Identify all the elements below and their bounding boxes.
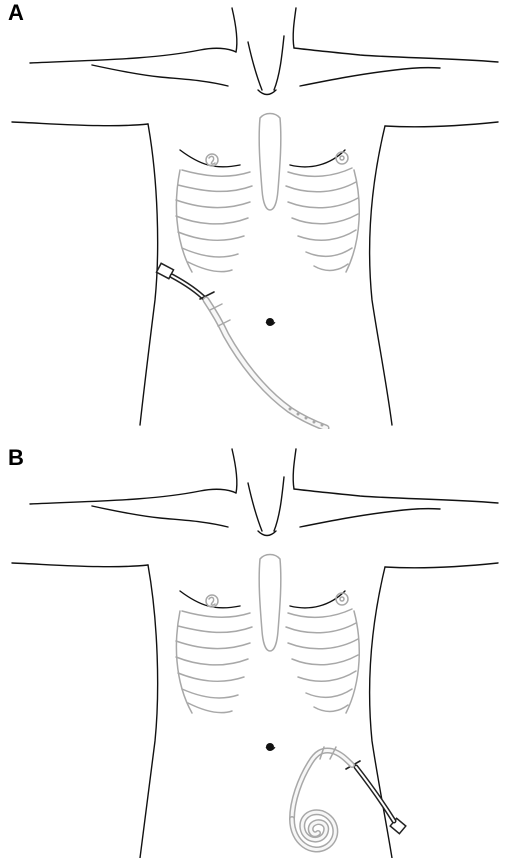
- left-shoulder-top: [30, 489, 236, 504]
- sternum: [259, 555, 281, 652]
- neck-right: [293, 8, 296, 48]
- left-pectoral: [180, 591, 240, 608]
- torso-illustration-a: [0, 0, 509, 429]
- right-shoulder-top: [294, 489, 498, 503]
- left-flank: [140, 124, 158, 425]
- right-nipple: [336, 152, 348, 164]
- right-clavicle: [300, 509, 440, 527]
- neck-inner-right: [274, 36, 284, 90]
- panel-b: B: [0, 429, 509, 858]
- torso-illustration-b: [0, 429, 509, 858]
- neck-right: [293, 449, 296, 489]
- right-ribs: [286, 609, 359, 713]
- catheter-b: [292, 747, 406, 849]
- right-shoulder-top: [294, 48, 498, 62]
- right-arm-lower: [385, 563, 498, 568]
- left-arm-lower: [12, 122, 148, 126]
- neck-inner-left: [248, 42, 262, 90]
- neck-left: [232, 8, 237, 52]
- left-clavicle: [92, 65, 228, 86]
- right-arm-lower: [385, 122, 498, 127]
- catheter-a: [156, 263, 326, 428]
- navel: [266, 318, 275, 326]
- left-pectoral: [180, 150, 240, 167]
- right-ribs: [286, 168, 359, 272]
- jugular-notch: [258, 531, 276, 536]
- neck-inner-left: [248, 483, 262, 531]
- left-arm-lower: [12, 563, 148, 567]
- right-nipple: [336, 593, 348, 605]
- left-nipple: [206, 154, 218, 166]
- navel: [266, 743, 275, 751]
- neck-inner-right: [274, 477, 284, 531]
- panel-a: A: [0, 0, 509, 429]
- left-shoulder-top: [30, 48, 236, 63]
- left-flank: [140, 565, 158, 858]
- neck-left: [232, 449, 237, 493]
- left-ribs: [176, 170, 252, 272]
- left-clavicle: [92, 506, 228, 527]
- left-ribs: [176, 611, 252, 713]
- jugular-notch: [258, 90, 276, 95]
- right-clavicle: [300, 68, 440, 86]
- left-nipple: [206, 595, 218, 607]
- sternum: [259, 114, 281, 211]
- right-flank: [370, 126, 392, 425]
